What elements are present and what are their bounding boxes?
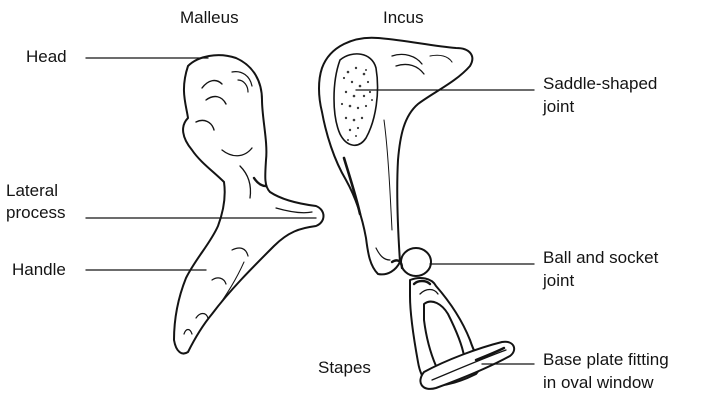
ball-socket-label-line2: joint (543, 270, 574, 291)
lateral-process-label-line1: Lateral (6, 180, 58, 201)
malleus-title: Malleus (180, 7, 239, 28)
lateral-process-label-line2: process (6, 202, 66, 223)
ball-socket-label-line1: Ball and socket (543, 247, 658, 268)
malleus-bone (174, 55, 324, 353)
incus-bone (319, 38, 472, 275)
saddle-joint-label-line1: Saddle-shaped (543, 73, 657, 94)
handle-label: Handle (12, 259, 66, 280)
base-plate-label-line1: Base plate fitting (543, 349, 669, 370)
stapes-title: Stapes (318, 357, 371, 378)
base-plate-label-line2: in oval window (543, 372, 654, 393)
saddle-joint-label-line2: joint (543, 96, 574, 117)
incus-title: Incus (383, 7, 424, 28)
stapes-bone (410, 278, 514, 389)
head-label: Head (26, 46, 67, 67)
